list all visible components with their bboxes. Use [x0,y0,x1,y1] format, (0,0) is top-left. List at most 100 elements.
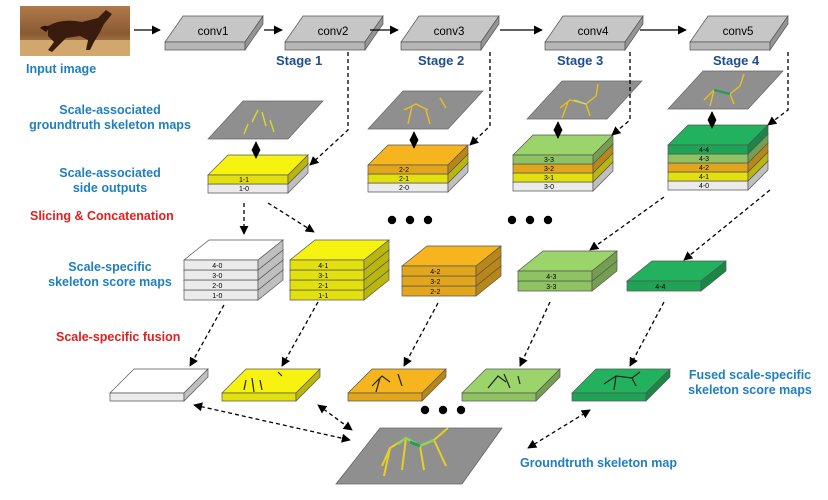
layer-slice: 4-1 [289,239,390,271]
layer-slice: 4-0 [183,239,284,271]
fused-layer [347,368,447,402]
input-image [20,6,130,56]
slice-label: 3-3 [546,284,556,291]
arrow-fused0-gt [193,402,351,443]
fusion-label: Scale-specific fusion [56,330,181,344]
arrow-fuse-4 [629,301,665,367]
slice-label: 2-2 [399,167,409,174]
score-maps-scale-4: 4-4 [626,260,727,292]
slice-label: 4-0 [699,183,709,190]
slice-label: 3-2 [430,279,440,286]
arrow-fuse-2 [403,302,439,367]
stage-1-label: Stage 1 [276,53,323,68]
layer-slice: 4-4 [626,260,727,292]
side-outputs-stage-4: 4-0 4-1 4-2 4-3 4-4 [667,124,769,191]
fused-layer [221,368,321,402]
slice-label: 2-2 [430,289,440,296]
slice-label: 4-3 [699,156,709,163]
arrow-slice-scale3 [589,196,665,251]
arrow-conv3-side [469,52,491,146]
fused-map-scale-0 [109,368,209,402]
arrow-conv4-side [611,52,631,136]
conv-label: conv1 [198,26,229,38]
slice-label: 2-0 [212,283,222,290]
slice-label: 4-1 [318,263,328,270]
score-maps-label-line1: Scale-specific [68,260,152,274]
layer-slice: 4-2 [401,245,502,277]
fused-maps-label-line1: Fused scale-specific [688,368,812,382]
conv-layer-4: conv4 [544,14,644,52]
score-maps-label-line2: skeleton score maps [48,275,172,289]
arrow-fused1-gt [317,404,353,431]
conv-layer-1: conv1 [164,14,264,52]
arrow-conv5-side [767,52,789,126]
stage-4-label: Stage 4 [713,53,760,68]
layer-slice: 3-3 [512,134,614,165]
score-maps-label: Scale-specific skeleton score maps [24,260,196,290]
score-maps-scale-2: 2-2 3-2 4-2 [401,245,502,297]
slice-label: 4-4 [699,147,709,154]
slice-label: 3-2 [544,166,554,173]
side-outputs-label-line2: side outputs [72,181,148,195]
slice-label: 4-2 [430,269,440,276]
layer-slice: 4-4 [667,124,769,155]
gt-skeleton-map-3 [526,80,643,120]
gt-skeleton-map-4 [667,70,784,110]
slice-label: 4-4 [655,284,665,291]
conv-label: conv3 [434,26,465,38]
slice-label: 4-2 [699,165,709,172]
slice-label: 2-1 [318,283,328,290]
gt-maps-label-line1: Scale-associated [59,103,161,117]
fused-layer [461,368,561,402]
ellipsis-dots [387,215,553,415]
arrow-fuse-0 [189,304,225,367]
slice-label: 4-0 [212,263,222,270]
fused-layer [109,368,209,402]
slice-label: 1-0 [212,293,222,300]
arrow-fuse-3 [519,301,551,367]
conv-layer-3: conv3 [400,14,500,52]
conv-label: conv4 [578,26,609,38]
arrow-slice-scale4 [683,189,771,261]
fused-maps-label-line2: skeleton score maps [688,383,812,397]
side-outputs-stage-3: 3-03-13-23-3 [512,134,614,192]
conv-layer-5: conv5 [689,14,789,52]
score-maps-scale-0: 1-0 2-0 3-0 4-0 [183,239,284,301]
slice-label: 4-1 [699,174,709,181]
slice-label: 2-1 [399,176,409,183]
slice-label: 3-0 [544,184,554,191]
layer-slice: 4-3 [517,250,618,282]
arrow-fused4-gt [527,409,591,449]
fused-map-scale-3 [461,368,561,402]
layer-slice: 2-2 [367,144,469,175]
fused-maps-label: Fused scale-specific skeleton score maps [680,368,820,398]
conv-label: conv2 [318,26,349,38]
fused-map-scale-4 [571,368,671,402]
conv-label: conv5 [723,26,754,38]
conv-layer-2: conv2 [284,14,384,52]
arrow-fuse-1 [281,301,319,367]
fused-map-scale-1 [221,368,321,402]
stage-3-label: Stage 3 [557,53,604,68]
slice-label: 1-1 [239,177,249,184]
side-outputs-stage-1: 1-01-1 [207,154,309,194]
slice-label: 2-0 [399,185,409,192]
gt-skeleton-map-2 [367,90,484,130]
side-outputs-label-line1: Scale-associated [59,166,161,180]
input-image-label: Input image [26,62,97,76]
side-outputs-label: Scale-associated side outputs [24,166,196,196]
slice-label: 1-0 [239,186,249,193]
groundtruth-skeleton-map [335,427,503,485]
gt-skeleton-map-1 [207,100,324,140]
layer-slice: 1-1 [207,154,309,185]
slicing-label: Slicing & Concatenation [30,209,174,223]
slice-label: 3-0 [212,273,222,280]
score-maps-scale-1: 1-1 2-1 3-1 4-1 [289,239,390,301]
slice-label: 3-1 [318,273,328,280]
slice-label: 3-3 [544,157,554,164]
side-outputs-stage-2: 2-0 2-1 2-2 [367,144,469,193]
arrow-conv2-side [309,52,349,166]
slice-label: 1-1 [318,293,328,300]
